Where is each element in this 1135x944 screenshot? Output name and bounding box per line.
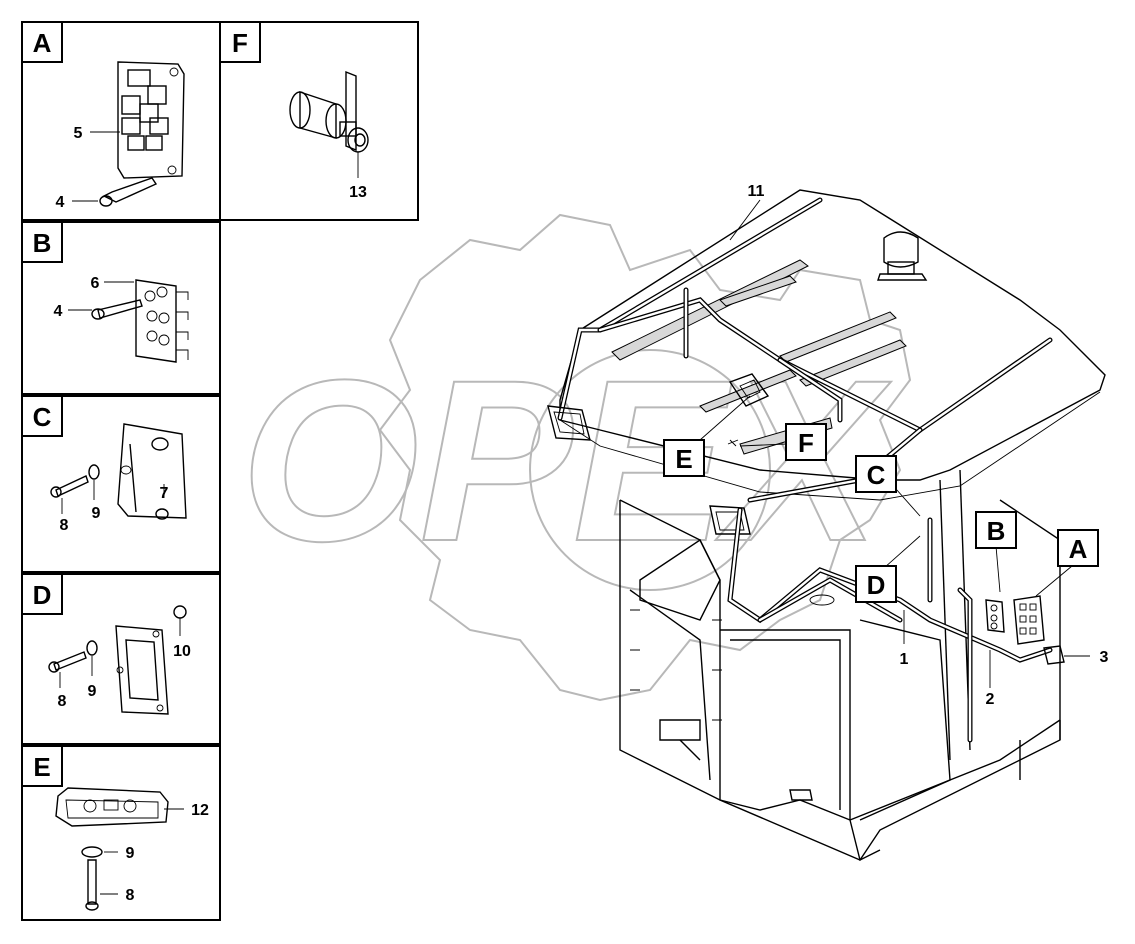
- cab-roof: [559, 189, 1106, 481]
- callout-9: 9: [92, 505, 101, 522]
- switch-part: [289, 70, 369, 153]
- panel-a-tag: [21, 21, 63, 63]
- callout-6: 6: [91, 275, 100, 292]
- washer-part: [88, 464, 100, 480]
- panel-f-tag: [219, 21, 261, 63]
- relay-box-part: [117, 61, 185, 179]
- svg-text:F: F: [798, 428, 814, 458]
- panel-e: E 12 9 8: [21, 745, 221, 921]
- clip-bracket-part: [117, 423, 187, 520]
- screw-part: [91, 299, 143, 320]
- main-tag-d: D: [855, 565, 897, 603]
- callout-2: 2: [986, 691, 995, 708]
- panel-f: F 13: [219, 21, 419, 221]
- callout-3: 3: [1100, 649, 1109, 666]
- interior-lamp: [728, 373, 770, 407]
- svg-text:E: E: [675, 444, 692, 474]
- connector-installed: [1043, 645, 1065, 665]
- roof-harness: [557, 197, 1053, 503]
- screw-part: [48, 651, 87, 673]
- screw-part: [85, 859, 99, 911]
- washer-part: [86, 640, 98, 656]
- panel-f-letter: F: [232, 28, 248, 58]
- cab-assembly: [547, 189, 1106, 862]
- callout-13: 13: [349, 184, 367, 201]
- main-tag-a: A: [1057, 529, 1099, 567]
- callout-10: 10: [173, 643, 191, 660]
- relay-box-installed: [1013, 595, 1045, 645]
- callout-5: 5: [74, 125, 83, 142]
- callout-8: 8: [126, 887, 135, 904]
- svg-text:C: C: [867, 460, 886, 490]
- lamp-frame-part: [115, 625, 169, 715]
- callout-1: 1: [900, 651, 909, 668]
- callout-9: 9: [126, 845, 135, 862]
- panel-d-tag: [21, 573, 63, 615]
- washer-part: [81, 846, 103, 858]
- callout-4: 4: [56, 194, 65, 211]
- panel-b-letter: B: [33, 228, 52, 258]
- panel-e-letter: E: [33, 752, 50, 782]
- callout-12: 12: [191, 802, 209, 819]
- bracket-installed: [985, 599, 1005, 633]
- svg-text:B: B: [987, 516, 1006, 546]
- panel-e-tag: [21, 745, 63, 787]
- panel-b-tag: [21, 221, 63, 263]
- main-tag-f: F: [785, 423, 827, 461]
- callout-8: 8: [60, 517, 69, 534]
- panel-a-letter: A: [33, 28, 52, 58]
- panel-d: D 10 8 9: [21, 573, 221, 745]
- main-tag-c: C: [855, 455, 897, 493]
- panel-d-letter: D: [33, 580, 52, 610]
- svg-text:A: A: [1069, 534, 1088, 564]
- main-tag-b: B: [975, 511, 1017, 549]
- panel-c-letter: C: [33, 402, 52, 432]
- nut-part: [173, 605, 187, 619]
- beacon-light: [877, 231, 928, 281]
- screw-part: [50, 475, 89, 498]
- panel-b: B 6 4: [21, 221, 221, 395]
- main-tag-e: E: [663, 439, 705, 477]
- panel-c: C 8 9 7: [21, 395, 221, 573]
- front-work-lamp: [547, 405, 591, 441]
- screw-part: [99, 177, 158, 207]
- panel-c-tag: [21, 395, 63, 437]
- cab-harness: [727, 507, 1053, 743]
- svg-text:D: D: [867, 570, 886, 600]
- work-lamp-part: [55, 787, 169, 827]
- callout-7: 7: [160, 485, 169, 502]
- callout-11: 11: [748, 183, 765, 200]
- watermark-gear: [378, 213, 912, 702]
- side-work-lamp: [709, 505, 751, 535]
- bracket-part: [135, 279, 189, 363]
- callout-4: 4: [54, 303, 63, 320]
- panel-a: A 5 4: [21, 21, 221, 221]
- callout-8: 8: [58, 693, 67, 710]
- callout-9: 9: [88, 683, 97, 700]
